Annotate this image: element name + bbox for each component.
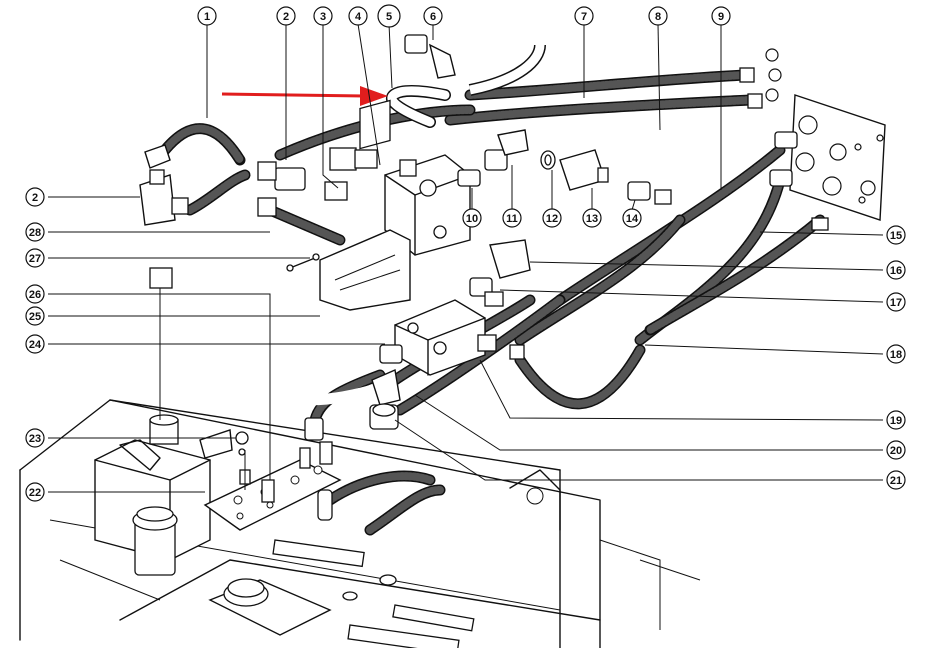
callout-circle [25, 334, 45, 354]
callout-label: 14 [626, 213, 639, 225]
callout-12: 12 [542, 208, 562, 228]
callout-circle [423, 6, 443, 26]
callout-19: 19 [886, 410, 906, 430]
callout-2: 2 [25, 187, 45, 207]
callout-27: 27 [25, 248, 45, 268]
rigid-tube [149, 237, 396, 406]
callout-circle [622, 208, 642, 228]
callout-label: 20 [890, 445, 902, 457]
callout-label: 27 [29, 253, 41, 265]
callout-label: 1 [204, 11, 210, 23]
callout-label: 21 [890, 475, 902, 487]
callout-24: 24 [25, 334, 45, 354]
callout-9: 9 [711, 6, 731, 26]
callout-label: 2 [32, 192, 38, 204]
callout-circle [462, 208, 482, 228]
callout-circle [197, 6, 217, 26]
callout-21: 21 [886, 470, 906, 490]
callout-10: 10 [462, 208, 482, 228]
callout-label: 5 [386, 11, 392, 23]
callout-label: 4 [355, 11, 362, 23]
callout-18: 18 [886, 344, 906, 364]
callout-circle [886, 410, 906, 430]
callout-26: 26 [25, 284, 45, 304]
machine-frame [19, 399, 701, 648]
callout-label: 22 [29, 487, 41, 499]
callout-22: 22 [25, 482, 45, 502]
fittings [139, 34, 886, 521]
callout-circle [886, 470, 906, 490]
callout-15: 15 [886, 225, 906, 245]
callout-circle [886, 260, 906, 280]
callout-label: 23 [29, 433, 41, 445]
callout-circle [25, 284, 45, 304]
callout-label: 11 [506, 213, 518, 225]
callout-circle [348, 6, 368, 26]
callout-label: 3 [320, 11, 326, 23]
callout-label: 9 [718, 11, 724, 23]
callout-circle [648, 6, 668, 26]
callout-circle [574, 6, 594, 26]
callout-circle [25, 222, 45, 242]
callout-23: 23 [25, 428, 45, 448]
access-cover [208, 578, 332, 636]
callout-5: 5 [377, 4, 401, 28]
callout-circle [582, 208, 602, 228]
callout-label: 28 [29, 227, 41, 239]
callout-label: 6 [430, 11, 436, 23]
callout-label: 13 [586, 213, 598, 225]
callout-label: 10 [466, 213, 478, 225]
callout-label: 18 [890, 349, 902, 361]
callout-circle [25, 306, 45, 326]
callout-25: 25 [25, 306, 45, 326]
callout-label: 8 [655, 11, 661, 23]
callout-8: 8 [648, 6, 668, 26]
callout-circle [542, 208, 562, 228]
callout-13: 13 [582, 208, 602, 228]
callout-1: 1 [197, 6, 217, 26]
callout-label: 19 [890, 415, 902, 427]
callout-16: 16 [886, 260, 906, 280]
callout-2: 2 [276, 6, 296, 26]
callout-20: 20 [886, 440, 906, 460]
callout-label: 2 [283, 11, 289, 23]
callout-circle [711, 6, 731, 26]
callout-circle [25, 187, 45, 207]
callout-circle [25, 248, 45, 268]
callout-circle [886, 292, 906, 312]
callout-label: 15 [890, 230, 902, 242]
callout-7: 7 [574, 6, 594, 26]
callout-circle [276, 6, 296, 26]
callout-label: 17 [890, 297, 902, 309]
callout-circle [25, 428, 45, 448]
callout-4: 4 [348, 6, 368, 26]
callout-label: 7 [581, 11, 587, 23]
callout-circle [377, 4, 401, 28]
callout-label: 16 [890, 265, 902, 277]
callout-circle [886, 225, 906, 245]
callout-3: 3 [313, 6, 333, 26]
callout-label: 26 [29, 289, 41, 301]
tube-5 [386, 84, 451, 128]
hydraulic-tank [94, 414, 211, 576]
callout-28: 28 [25, 222, 45, 242]
callout-6: 6 [423, 6, 443, 26]
highlight-arrow [221, 86, 388, 106]
leader-lines [48, 23, 884, 493]
callout-14: 14 [622, 208, 642, 228]
callout-circle [25, 482, 45, 502]
callout-circle [502, 208, 522, 228]
callout-17: 17 [886, 292, 906, 312]
callout-circle [886, 344, 906, 364]
callout-label: 25 [29, 311, 41, 323]
hoses [159, 69, 826, 536]
callout-label: 24 [29, 339, 42, 351]
callout-circle [886, 440, 906, 460]
callout-label: 12 [546, 213, 558, 225]
callout-circle [313, 6, 333, 26]
callout-11: 11 [502, 208, 522, 228]
